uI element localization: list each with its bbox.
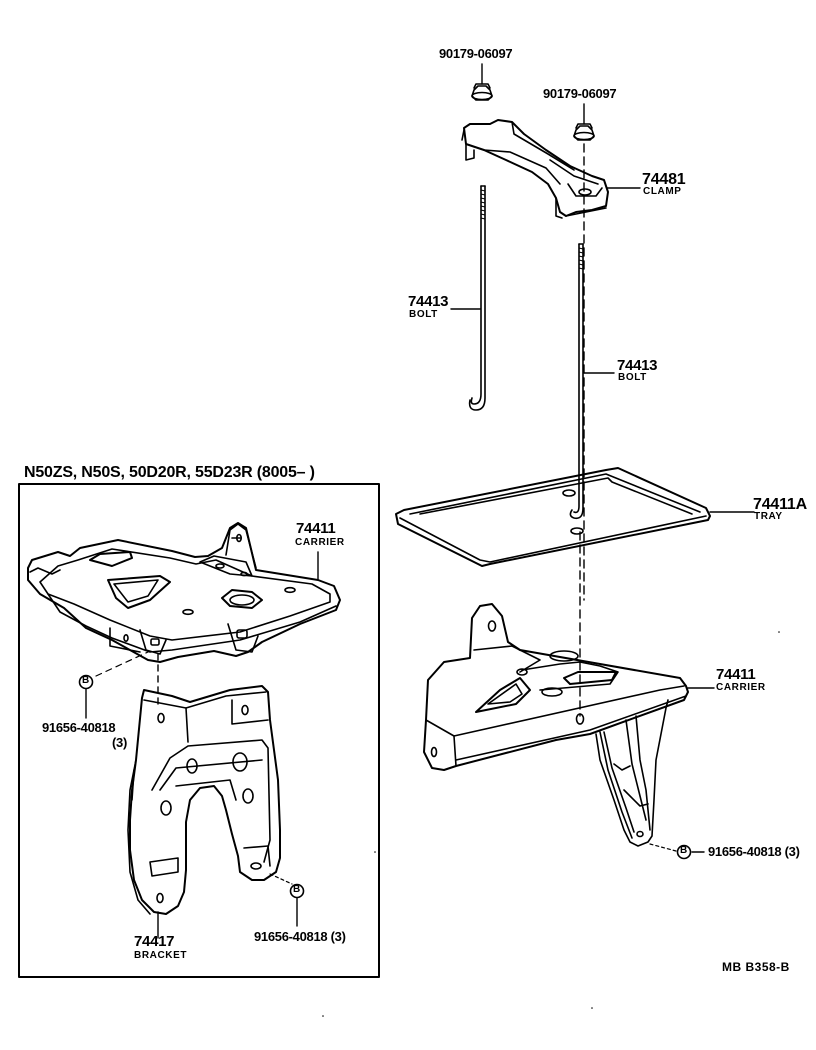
inset-carrier-drawing [27,522,341,663]
inset-bracket-drawing [127,685,281,915]
carrier-name: CARRIER [716,682,766,693]
carrier-main-drawing [423,603,715,847]
nut-right-drawing [573,103,595,601]
inset-bracket-name: BRACKET [134,950,188,961]
bolt-right-number: 74413 [617,357,658,374]
main-b-dash [649,843,677,852]
bolt-left-name: BOLT [409,309,438,320]
tray-drawing [395,467,755,567]
inset-dash-upper [95,651,149,677]
inset-carrier-number: 74411 [296,520,336,537]
nut-right-number: 90179-06097 [543,86,617,101]
main-b-marker [676,844,692,860]
inset-bolt-number-left: 91656-40818 [42,720,116,735]
clamp-drawing [461,119,641,219]
inset-bracket-number: 74417 [134,933,175,950]
bolt-right-drawing [569,243,615,520]
inset-bolt-qty-left: (3) [112,735,127,750]
clamp-number: 74481 [642,171,686,188]
tray-number: 74411A [753,496,807,513]
main-bolt-number: 91656-40818 (3) [708,844,800,859]
bolt-right-name: BOLT [618,372,647,383]
nut-left-drawing [471,63,493,101]
reference-code: MB B358-B [722,960,790,974]
inset-b-symbol-left: B [82,675,90,686]
tray-name: TRAY [754,511,783,522]
carrier-number: 74411 [716,666,756,683]
inset-b-dash-right [269,873,293,885]
nut-left-number: 90179-06097 [439,46,513,61]
bolt-left-drawing [450,185,486,411]
inset-frame [18,483,380,978]
bolt-left-number: 74413 [408,293,449,310]
inset-carrier-name: CARRIER [295,537,345,548]
clamp-name: CLAMP [643,186,682,197]
inset-bolt-number-right: 91656-40818 (3) [254,929,346,944]
inset-title: N50ZS, N50S, 50D20R, 55D23R (8005– ) [24,464,315,481]
inset-b-symbol-right: B [293,884,301,895]
main-b-symbol: B [680,845,688,856]
